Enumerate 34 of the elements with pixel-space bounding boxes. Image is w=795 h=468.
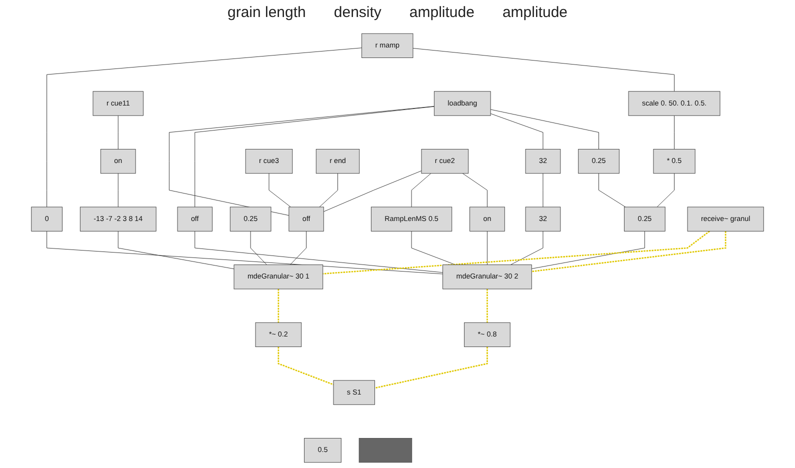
comment-text: amplitude <box>502 4 568 23</box>
connector <box>374 346 488 389</box>
connector <box>278 346 334 386</box>
comment-text: density <box>334 4 382 23</box>
connector <box>278 289 280 323</box>
connector <box>598 173 626 208</box>
connector <box>542 173 544 208</box>
node-bar <box>358 438 412 463</box>
connector <box>319 173 338 208</box>
comment-text: amplitude <box>409 4 474 23</box>
connector <box>412 48 674 92</box>
connector <box>118 230 234 270</box>
connector <box>250 230 267 266</box>
comment-text: grain length <box>227 4 306 23</box>
connector <box>323 170 422 212</box>
connector <box>194 230 444 273</box>
connector <box>462 173 488 208</box>
connector <box>168 106 434 216</box>
connector <box>290 230 306 266</box>
connector <box>510 230 544 266</box>
connector <box>532 231 726 272</box>
connector <box>194 106 434 208</box>
connector <box>487 230 488 266</box>
connector <box>656 173 674 208</box>
connector <box>411 173 432 208</box>
connector <box>268 173 291 208</box>
connector <box>322 230 710 274</box>
connector <box>46 230 444 274</box>
connector <box>490 109 599 150</box>
connector <box>531 230 645 269</box>
connector <box>486 289 488 323</box>
connector <box>490 113 544 150</box>
connector <box>411 230 456 266</box>
connector <box>46 48 362 208</box>
